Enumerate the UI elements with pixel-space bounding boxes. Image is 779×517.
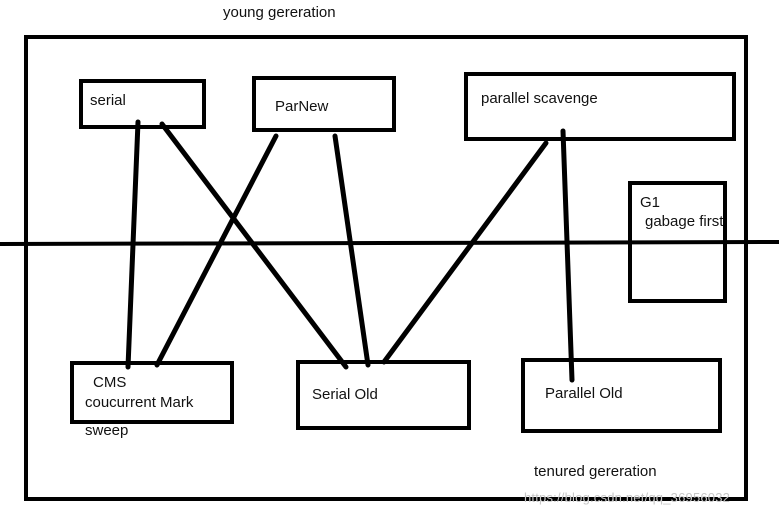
cms-subtitle-label-2: sweep	[85, 422, 129, 439]
g1-subtitle-label: gabage first	[645, 213, 724, 230]
heap-frame	[24, 35, 748, 501]
generation-divider	[0, 240, 779, 246]
cms-label: CMS	[93, 374, 127, 391]
parallel-scavenge-label: parallel scavenge	[481, 90, 598, 107]
connector-parnew-cms	[154, 133, 279, 368]
watermark: https://blog.csdn.net/qq_36956032	[524, 490, 731, 505]
parallel-scavenge-box	[464, 72, 736, 141]
serial-old-label: Serial Old	[312, 386, 378, 403]
parnew-box	[252, 76, 396, 132]
cms-subtitle-label: coucurrent Mark	[85, 394, 194, 411]
connector-serial-cms	[125, 119, 141, 370]
g1-box	[628, 181, 727, 303]
parnew-label: ParNew	[275, 98, 329, 115]
connector-serial-serial-old	[159, 121, 349, 370]
parallel-old-label: Parallel Old	[545, 385, 623, 402]
serial-label: serial	[90, 92, 126, 109]
g1-label: G1	[640, 194, 661, 211]
young-generation-label: young gereration	[223, 4, 336, 21]
tenured-generation-label: tenured gereration	[534, 463, 657, 480]
parallel-old-box	[521, 358, 722, 433]
cms-box	[70, 361, 234, 424]
connector-parallel-scavenge-serial-old	[381, 140, 549, 365]
serial-box	[79, 79, 206, 129]
connector-parallel-scavenge-parallel-old	[560, 128, 575, 383]
connector-parnew-serial-old	[332, 133, 371, 368]
